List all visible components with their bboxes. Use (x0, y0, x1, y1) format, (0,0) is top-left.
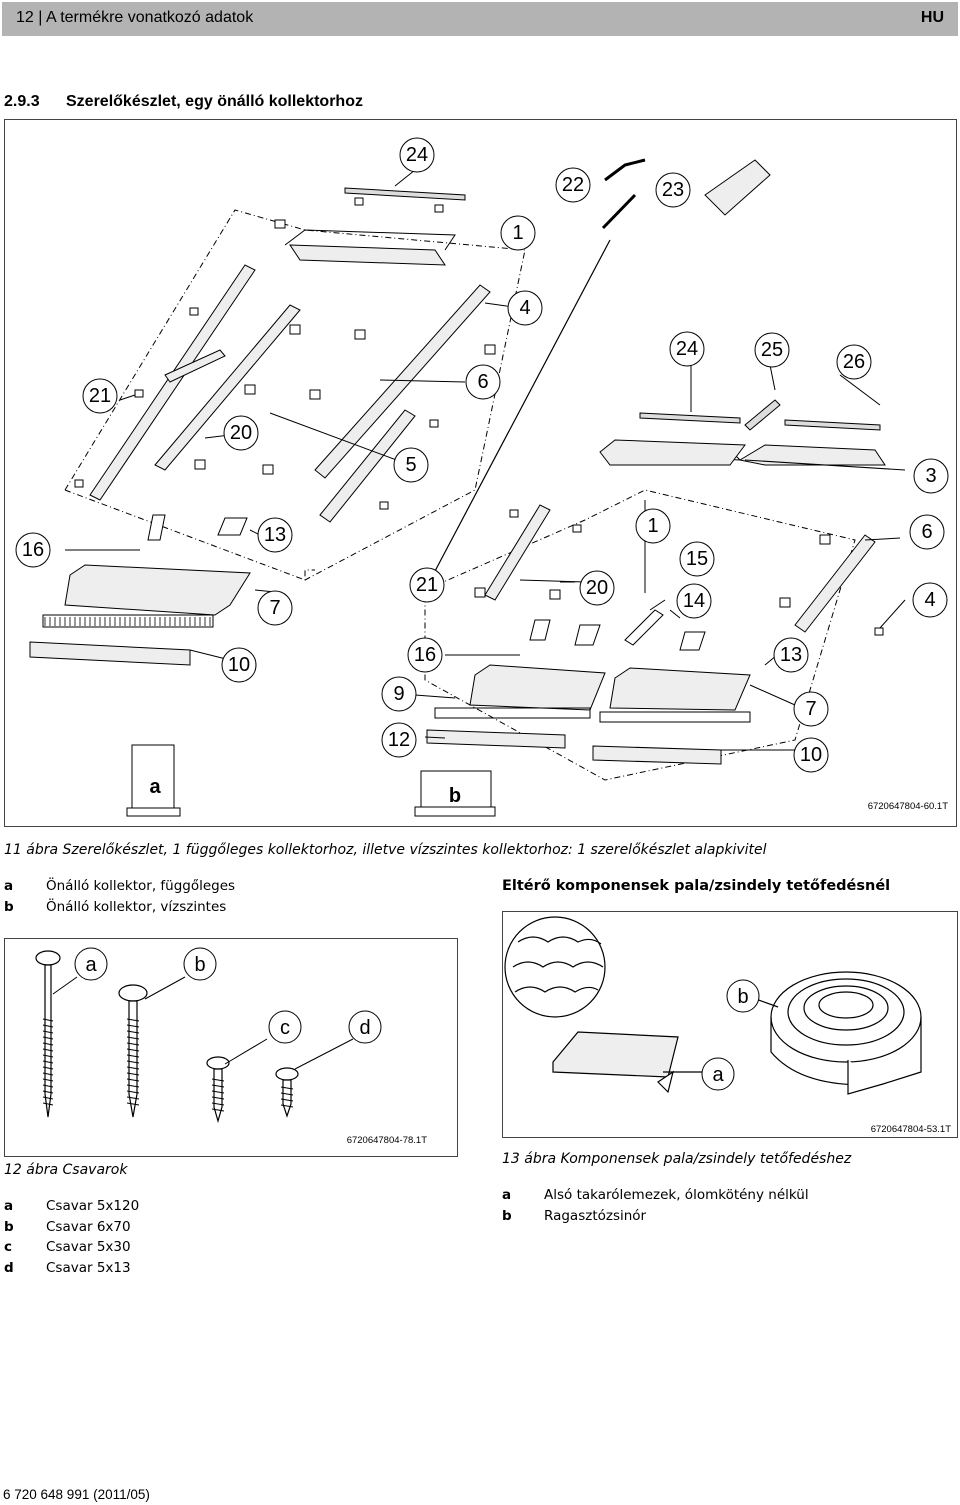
mounting-kit-illustration: 2422231424252621620531613161521201447101… (15, 137, 949, 817)
callout-number: 12 (388, 729, 410, 751)
screw-label-b: b (194, 954, 205, 976)
screw-label-c: c (280, 1017, 290, 1039)
callout-number: 6 (921, 521, 932, 543)
page-number-chapter: 12 | A termékre vonatkozó adatok (16, 9, 254, 26)
callout-number: 21 (416, 574, 438, 596)
figure-11-code: 6720647804-60.1T (867, 801, 948, 812)
figure-11-caption: 11 ábra Szerelőkészlet, 1 függőleges kol… (4, 842, 767, 858)
component-label-b: b (737, 986, 748, 1008)
figure-13-frame: b a 6720647804-53.1T (502, 911, 958, 1138)
section-number: 2.9.3 (4, 93, 40, 110)
section-title: Szerelőkészlet, egy önálló kollektorhoz (66, 93, 363, 110)
callout-number: 10 (228, 654, 250, 676)
screw-label-a: a (85, 954, 97, 976)
callout-number: 20 (586, 577, 608, 599)
callout-number: 7 (805, 698, 816, 720)
callout-number: 4 (924, 589, 935, 611)
callout-number: 16 (414, 644, 436, 666)
callout-number: 9 (393, 683, 404, 705)
callout-number: 1 (512, 222, 523, 244)
callout-number: 3 (925, 465, 936, 487)
callout-number: 24 (676, 338, 698, 360)
figure-13-code: 6720647804-53.1T (870, 1124, 951, 1135)
page-header: 12 | A termékre vonatkozó adatok HU (2, 2, 958, 36)
component-label-a: a (712, 1064, 724, 1086)
figure-12-code: 6720647804-78.1T (346, 1135, 427, 1146)
panel-a-label: a (149, 776, 161, 798)
section-heading: 2.9.3 Szerelőkészlet, egy önálló kollekto… (4, 93, 363, 111)
figure-12-caption: 12 ábra Csavarok (4, 1162, 128, 1178)
callout-number: 24 (406, 144, 428, 166)
callout-number: 14 (683, 590, 705, 612)
callout-number: 23 (662, 179, 684, 201)
document-number: 6 720 648 991 (2011/05) (3, 1487, 150, 1502)
callout-number: 7 (269, 597, 280, 619)
panel-b-label: b (449, 785, 461, 807)
screws-illustration: a b c d (35, 947, 382, 1124)
screw-label-d: d (359, 1017, 370, 1039)
callout-number: 20 (230, 422, 252, 444)
callout-number: 26 (843, 351, 865, 373)
panel-icons (126, 744, 496, 817)
figure-13-caption: 13 ábra Komponensek pala/zsindely tetőfe… (502, 1151, 852, 1167)
callout-number: 6 (477, 371, 488, 393)
callout-number: 4 (519, 297, 530, 319)
figure-12-frame: a b c d 6720647804-78.1T (4, 938, 458, 1157)
callout-number: 21 (89, 385, 111, 407)
callout-number: 10 (800, 744, 822, 766)
callout-number: 15 (686, 548, 708, 570)
figure-13-heading: Eltérő komponensek pala/zsindely tetőfed… (502, 878, 891, 894)
callout-number: 13 (780, 644, 802, 666)
callout-number: 25 (761, 339, 783, 361)
callout-number: 16 (22, 539, 44, 561)
callout-number: 5 (405, 454, 416, 476)
slate-components-illustration: b a (504, 916, 922, 1095)
callout-number: 1 (647, 515, 658, 537)
callout-number: 13 (264, 524, 286, 546)
language-code: HU (920, 9, 944, 26)
callout-number: 22 (562, 174, 584, 196)
